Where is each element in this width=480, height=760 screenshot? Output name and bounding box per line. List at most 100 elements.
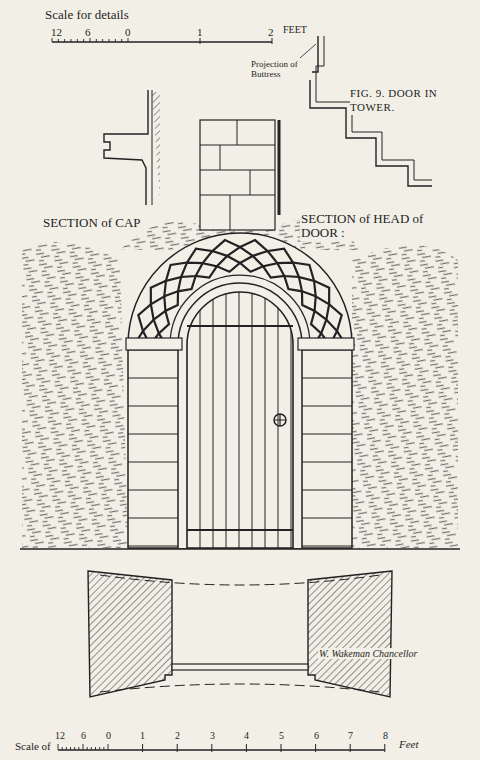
board-joint bbox=[291, 331, 292, 548]
board-joint bbox=[252, 293, 253, 548]
scale-tick bbox=[58, 744, 59, 750]
plan-wall bbox=[308, 571, 392, 697]
jamb-joint bbox=[302, 378, 352, 379]
jamb-joint bbox=[302, 490, 352, 491]
scale-tick bbox=[74, 747, 75, 750]
stone-joint bbox=[237, 120, 238, 145]
jamb-joint bbox=[128, 518, 178, 519]
drawing-label: Scale of bbox=[14, 740, 52, 752]
scale-bars bbox=[52, 36, 385, 752]
board-joint bbox=[278, 308, 279, 548]
door-leaf bbox=[187, 292, 293, 548]
drawing-label: 0 bbox=[105, 730, 112, 741]
scale-line bbox=[58, 749, 385, 750]
board-joint bbox=[213, 299, 214, 548]
jamb-joint bbox=[128, 406, 178, 407]
drawing-label: 6 bbox=[84, 26, 92, 38]
scale-tick bbox=[58, 39, 59, 42]
scale-tick bbox=[108, 744, 109, 750]
drawing-label: 2 bbox=[267, 26, 275, 38]
drawing-label: SECTION of CAP bbox=[42, 216, 142, 230]
drawing-label: 6 bbox=[313, 730, 320, 741]
scale-tick bbox=[87, 747, 88, 750]
stone-joint bbox=[220, 145, 221, 170]
board-joint bbox=[239, 292, 240, 548]
cap-section bbox=[104, 90, 148, 205]
drawing-label: 2 bbox=[174, 730, 181, 741]
door-strap bbox=[187, 325, 293, 327]
scale-tick bbox=[62, 747, 63, 750]
scale-tick bbox=[142, 744, 143, 752]
scale-tick bbox=[78, 747, 79, 750]
scale-tick bbox=[103, 747, 104, 750]
jamb-joint bbox=[302, 546, 352, 547]
jamb-joint bbox=[128, 546, 178, 547]
scale-tick bbox=[246, 744, 247, 752]
door-boards bbox=[200, 292, 291, 548]
ground-line bbox=[20, 548, 460, 550]
plan-arch-line bbox=[100, 684, 380, 692]
drawing-label: 7 bbox=[347, 730, 354, 741]
drawing-label: Projection of Buttress bbox=[250, 60, 312, 80]
drawing-label: 12 bbox=[50, 26, 63, 38]
cap-section bbox=[152, 90, 153, 205]
scale-tick bbox=[66, 747, 67, 750]
scale-tick bbox=[177, 744, 178, 752]
drawing-label: FEET bbox=[282, 24, 308, 35]
plan-door bbox=[172, 664, 308, 670]
scale-tick bbox=[102, 39, 103, 42]
scale-tick bbox=[281, 744, 282, 752]
masonry-hatching bbox=[352, 245, 458, 548]
drawing-label: 12 bbox=[54, 730, 66, 741]
drawing-label: 1 bbox=[196, 26, 204, 38]
scale-tick bbox=[96, 39, 97, 42]
drawing-label: 5 bbox=[278, 730, 285, 741]
scale-tick bbox=[211, 744, 212, 752]
drawing-label: SECTION of HEAD of DOOR : bbox=[300, 212, 442, 241]
impost-cap bbox=[126, 338, 182, 350]
drawing-label: 6 bbox=[80, 730, 87, 741]
drawing-label: Feet bbox=[398, 738, 420, 750]
scale-tick bbox=[83, 744, 84, 750]
scale-tick bbox=[350, 744, 351, 752]
drawing-label: W. Wakeman Chancellor bbox=[318, 648, 418, 659]
scale-tick bbox=[315, 744, 316, 752]
scale-tick bbox=[109, 39, 110, 42]
stone-joint bbox=[250, 170, 251, 195]
jamb-joint bbox=[128, 490, 178, 491]
plan-wall bbox=[88, 571, 172, 697]
drawing-label: 4 bbox=[243, 730, 250, 741]
scale-tick bbox=[99, 747, 100, 750]
plan-arch-line bbox=[100, 575, 380, 585]
arch-outline bbox=[128, 233, 352, 548]
drawing-label: 0 bbox=[124, 26, 132, 38]
drawing-label: 1 bbox=[139, 730, 146, 741]
jamb-joint bbox=[302, 462, 352, 463]
jamb-joint bbox=[128, 378, 178, 379]
scale-tick bbox=[95, 747, 96, 750]
scale-tick bbox=[91, 747, 92, 750]
inner-roll bbox=[178, 283, 302, 548]
drawing-label: Scale for details bbox=[44, 8, 130, 22]
scale-tick bbox=[70, 747, 71, 750]
jamb-joint bbox=[302, 406, 352, 407]
cap-section-hatch bbox=[152, 92, 160, 200]
door-strap bbox=[187, 529, 293, 531]
figure-caption: FIG. 9. DOOR IN TOWER. bbox=[350, 86, 450, 115]
stone-joint bbox=[200, 170, 275, 171]
board-joint bbox=[265, 298, 266, 548]
scale-tick bbox=[64, 39, 65, 42]
scale-tick bbox=[115, 39, 116, 42]
buttress-edge bbox=[278, 120, 281, 215]
scale-tick bbox=[121, 39, 122, 42]
stone-joint bbox=[200, 195, 275, 196]
impost-cap bbox=[298, 338, 354, 350]
stone-joint bbox=[230, 195, 231, 230]
masonry-hatching bbox=[22, 242, 128, 548]
scale-tick bbox=[77, 39, 78, 42]
board-joint bbox=[200, 310, 201, 548]
door-ring bbox=[274, 414, 286, 426]
jamb-joint bbox=[128, 434, 178, 435]
scale-tick bbox=[83, 39, 84, 42]
